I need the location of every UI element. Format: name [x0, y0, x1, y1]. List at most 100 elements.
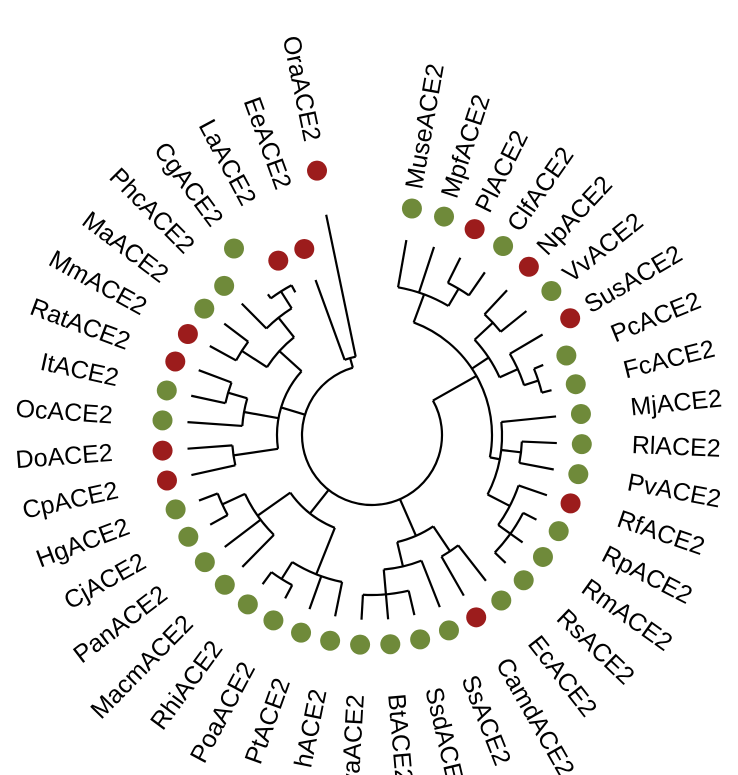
tree-branch — [533, 363, 544, 370]
leaf-marker-red — [518, 256, 539, 277]
leaf-marker-red — [466, 607, 487, 628]
tree-branch-arc — [344, 355, 356, 361]
leaf-marker-green — [532, 546, 553, 567]
tree-branch — [447, 288, 460, 307]
tree-branch — [497, 524, 512, 535]
tree-branch — [277, 317, 295, 338]
tree-branches — [187, 214, 557, 620]
leaf-label: FcACE2 — [621, 335, 718, 385]
leaf-marker-green — [194, 298, 215, 319]
leaf-marker-green — [165, 499, 186, 520]
tree-branch — [191, 464, 236, 477]
tree-branch — [494, 551, 507, 564]
tree-branch — [412, 293, 426, 323]
tree-branch — [396, 541, 405, 567]
leaf-marker-red — [268, 250, 289, 271]
tree-branch — [221, 492, 246, 506]
tree-branch — [280, 290, 293, 309]
tree-branch — [384, 594, 390, 620]
leaf-marker-green — [541, 281, 562, 302]
leaf-marker-green — [565, 374, 586, 395]
tree-branch — [290, 284, 297, 293]
tree-branch-arc — [518, 441, 523, 464]
leaf-marker-green — [556, 345, 577, 366]
tree-branch — [509, 532, 524, 544]
leaf-marker-green — [214, 275, 235, 296]
leaf-label: MjACE2 — [629, 384, 723, 421]
tree-branch — [467, 271, 486, 296]
leaf-label: BtACE2 — [382, 693, 418, 775]
leaf-label: DoACE2 — [15, 439, 114, 474]
leaf-marker-red — [156, 470, 177, 491]
tree-branch — [309, 489, 330, 515]
tree-branch — [261, 571, 273, 585]
tree-branch-arc — [300, 366, 444, 507]
tree-branch — [360, 594, 365, 620]
tree-branch — [223, 322, 249, 343]
tree-branch — [243, 410, 279, 420]
tree-branch — [398, 498, 417, 537]
leaf-marker-green — [237, 594, 258, 615]
tree-branch — [396, 239, 408, 288]
tree-branch — [224, 518, 262, 548]
leaf-marker-red — [560, 308, 581, 329]
leaf-marker-red — [165, 351, 186, 372]
tree-branch — [518, 484, 548, 497]
tree-branch — [471, 356, 490, 370]
leaf-marker-green — [320, 630, 341, 651]
leaf-marker-green — [513, 570, 534, 591]
leaf-marker-green — [350, 634, 371, 655]
leaf-marker-green — [434, 206, 455, 227]
leaf-marker-green — [438, 620, 459, 641]
tree-branch — [487, 493, 511, 507]
tree-branch — [523, 379, 539, 387]
leaf-marker-green — [152, 410, 173, 431]
leaf-marker-red — [177, 323, 198, 344]
leaf-markers — [152, 160, 592, 655]
tree-branch — [267, 293, 272, 299]
tree-branch — [334, 581, 344, 617]
leaf-marker-green — [224, 238, 245, 259]
tree-branch — [446, 257, 462, 284]
leaf-label: OraACE2 — [277, 33, 326, 143]
tree-branch-arc — [532, 368, 543, 393]
tree-branch — [483, 289, 508, 316]
tree-branch — [432, 375, 478, 402]
tree-branch — [233, 447, 279, 457]
tree-branch — [499, 368, 519, 379]
tree-branch — [432, 525, 451, 552]
leaf-marker-green — [491, 590, 512, 611]
tree-branch-arc — [270, 571, 293, 587]
tree-branch-arc — [440, 544, 459, 558]
tree-branch — [521, 440, 557, 445]
leaf-marker-green — [570, 403, 591, 424]
leaf-label: RlACE2 — [631, 431, 721, 463]
tree-branch — [227, 391, 248, 400]
tree-branch — [489, 456, 500, 461]
tree-branch — [240, 302, 268, 330]
tree-branch — [382, 569, 388, 595]
tree-branch — [417, 246, 436, 293]
tree-branch — [256, 491, 291, 517]
leaf-marker-green — [568, 464, 589, 485]
tree-branch — [499, 310, 528, 333]
tree-branch — [278, 350, 303, 373]
tree-branch — [314, 279, 346, 361]
tree-branch — [187, 420, 243, 428]
tree-branch — [280, 561, 294, 580]
tree-branch — [473, 321, 494, 341]
leaf-marker-red — [307, 160, 328, 181]
tree-branch-arc — [508, 353, 526, 386]
leaf-marker-green — [380, 634, 401, 655]
leaf-marker-red — [560, 493, 581, 514]
tree-branch — [209, 514, 229, 526]
tree-branch — [420, 560, 441, 608]
leaf-marker-green — [548, 521, 569, 542]
tree-branch — [190, 394, 226, 405]
tree-branch — [187, 444, 233, 450]
leaf-marker-green — [493, 236, 514, 257]
leaf-marker-green — [156, 380, 177, 401]
leaf-label: PvACE2 — [625, 468, 723, 513]
tree-branch — [541, 389, 552, 394]
